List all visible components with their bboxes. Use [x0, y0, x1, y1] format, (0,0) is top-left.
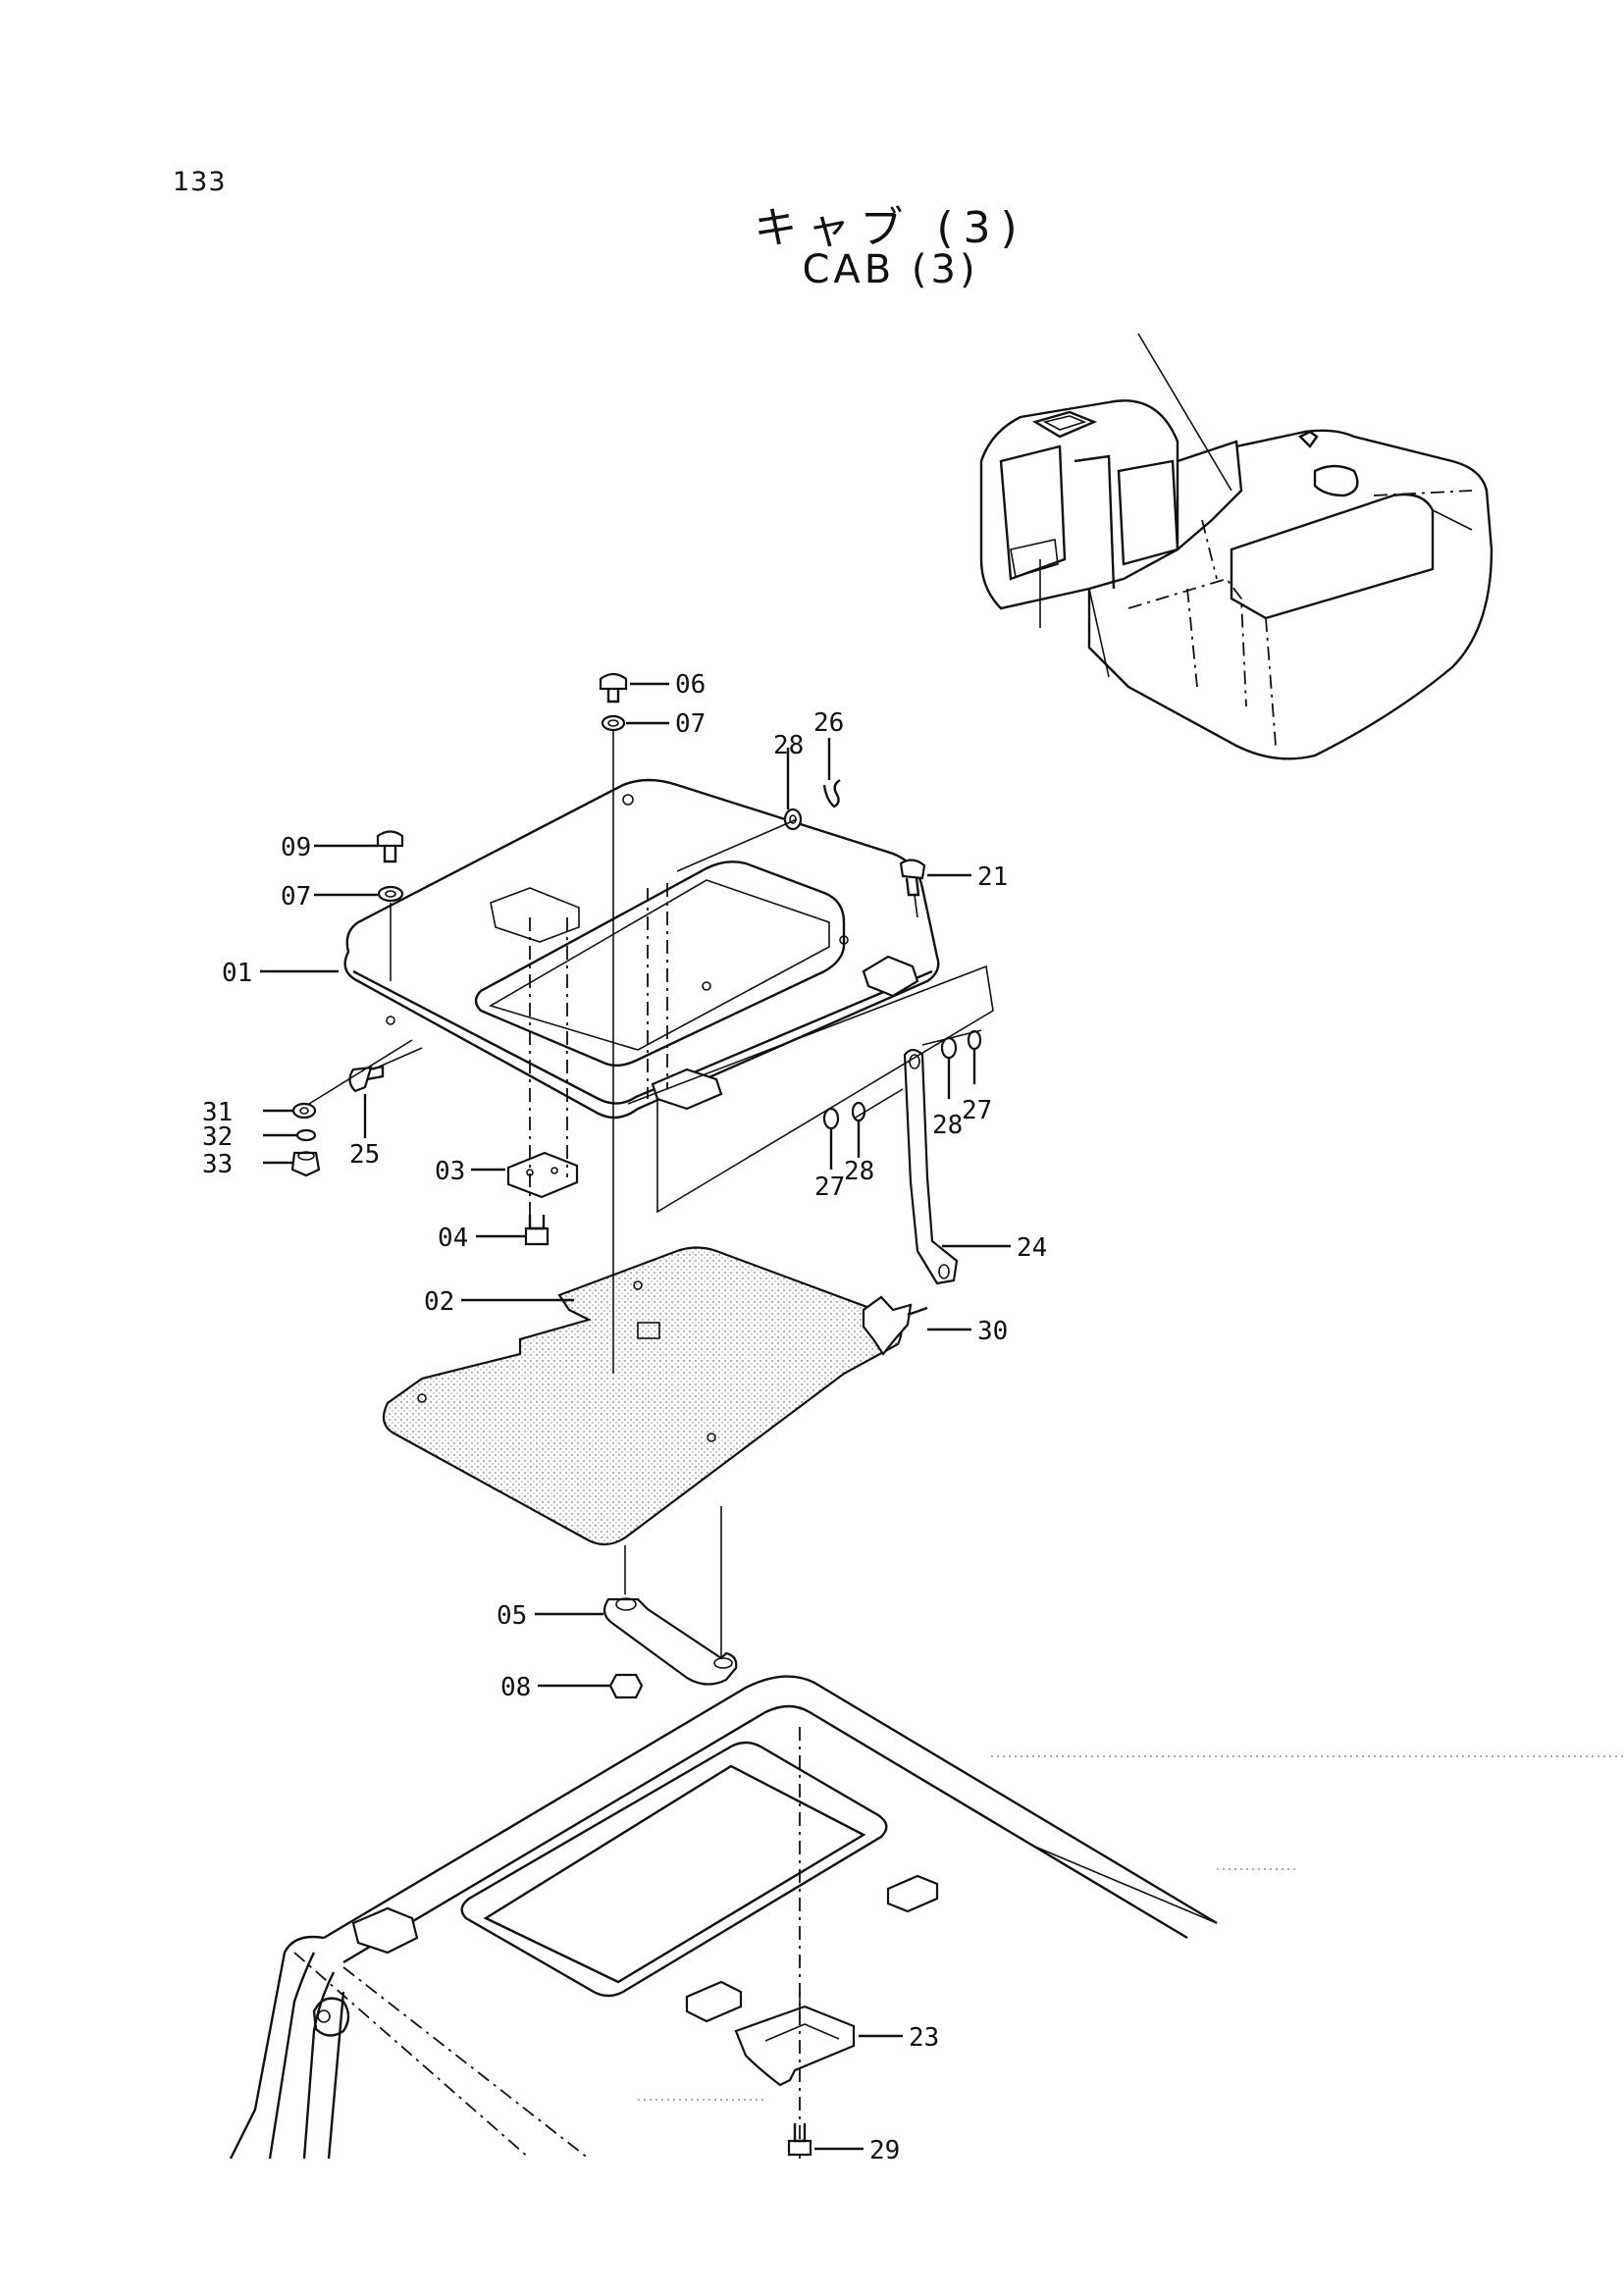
part-label-27-right: 27 — [962, 1096, 992, 1125]
part-label-03: 03 — [435, 1157, 465, 1186]
excavator-overview-illustration — [979, 333, 1493, 760]
part-label-08: 08 — [500, 1673, 531, 1702]
part-label-28-mid: 28 — [844, 1157, 874, 1186]
part-label-33: 33 — [202, 1150, 233, 1179]
part-label-09: 09 — [281, 833, 311, 862]
page-number: 133 — [173, 167, 227, 197]
part-label-29: 29 — [869, 2136, 900, 2165]
part-label-28-top: 28 — [773, 731, 804, 760]
part-labels: 01 02 03 04 05 06 07 07 08 09 21 23 24 2… — [202, 670, 1047, 2165]
part-label-05: 05 — [497, 1601, 527, 1631]
floor-mat — [382, 1246, 903, 1546]
part-label-04: 04 — [438, 1224, 468, 1253]
part-label-23: 23 — [909, 2023, 939, 2053]
leader-lines — [260, 682, 1011, 2151]
title-japanese: キャブ (3) — [754, 203, 1027, 253]
title-english: CAB (3) — [802, 247, 979, 292]
mounting-bracket-23 — [734, 1727, 856, 2159]
part-label-01: 01 — [222, 959, 252, 988]
part-label-07-left: 07 — [281, 882, 311, 912]
part-label-26: 26 — [813, 708, 844, 738]
part-label-30: 30 — [977, 1317, 1008, 1346]
part-label-28-right: 28 — [932, 1111, 963, 1140]
part-label-02: 02 — [424, 1287, 454, 1317]
part-label-24: 24 — [1017, 1233, 1047, 1263]
part-label-25: 25 — [349, 1140, 380, 1170]
part-label-27-left: 27 — [814, 1173, 845, 1202]
handle-bracket — [602, 1506, 738, 1686]
part-label-07-top: 07 — [675, 709, 706, 739]
part-label-31: 31 — [202, 1098, 233, 1127]
part-label-06: 06 — [675, 670, 706, 700]
roof-hatch-frame — [343, 778, 940, 1120]
part-label-32: 32 — [202, 1122, 233, 1152]
part-label-21: 21 — [977, 862, 1008, 892]
assembly-lines — [308, 731, 994, 1374]
cab-roof-body — [229, 1675, 1624, 2160]
